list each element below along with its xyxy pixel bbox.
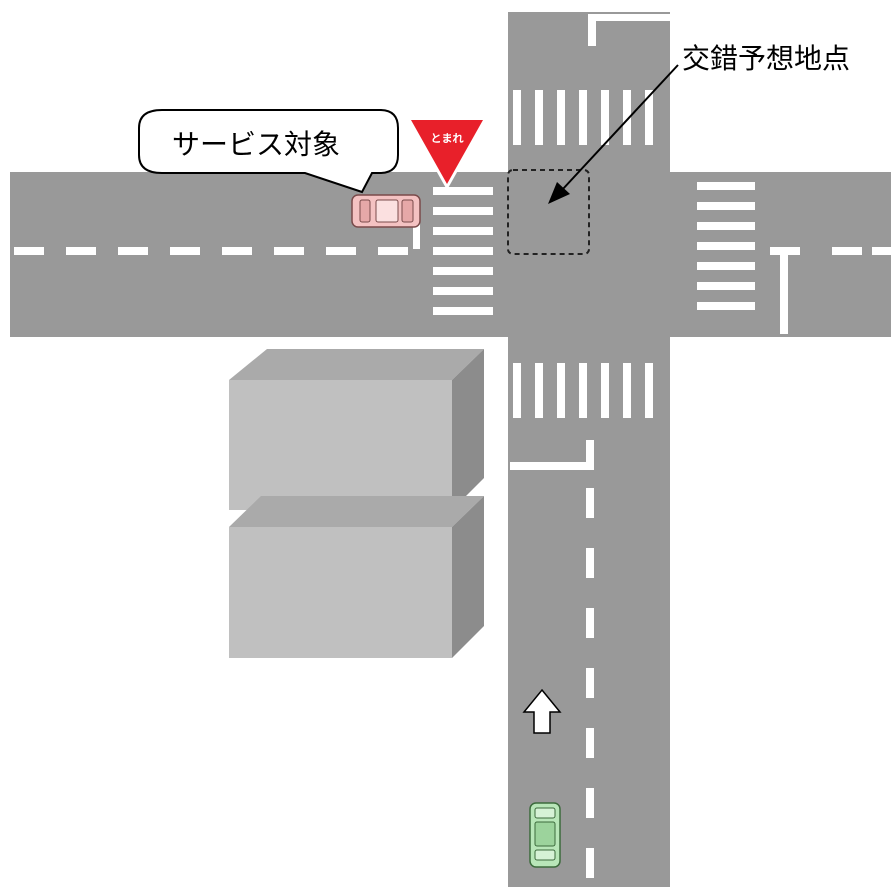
crosswalk-stripe xyxy=(697,302,755,310)
center-dash xyxy=(326,247,356,255)
crosswalk-stripe xyxy=(623,363,631,418)
crosswalk-stripe xyxy=(579,363,587,418)
crosswalk-stripe xyxy=(513,363,521,418)
crosswalk-stripe xyxy=(645,363,653,418)
crosswalk-stripe xyxy=(697,262,755,270)
crosswalk-stripe xyxy=(535,90,543,145)
stop-line-top-post xyxy=(588,14,596,46)
service-target-callout: サービス対象 xyxy=(138,109,399,194)
stop-line-left xyxy=(413,207,420,249)
other-car-icon xyxy=(529,802,561,868)
crosswalk-stripe xyxy=(601,90,609,145)
crosswalk-stripe xyxy=(535,363,543,418)
stop-line-bottom xyxy=(510,462,592,470)
crosswalk-stripe xyxy=(433,287,493,295)
crosswalk-stripe xyxy=(433,207,493,215)
crosswalk-stripe xyxy=(513,90,521,145)
crosswalk-stripe xyxy=(557,363,565,418)
center-dash xyxy=(170,247,200,255)
stop-line-right xyxy=(780,250,788,334)
crosswalk-stripe xyxy=(601,363,609,418)
crosswalk-bottom xyxy=(513,363,653,418)
crosswalk-stripe xyxy=(557,90,565,145)
crosswalk-stripe xyxy=(433,227,493,235)
center-dash xyxy=(66,247,96,255)
crosswalk-stripe xyxy=(697,222,755,230)
center-dash xyxy=(586,608,594,638)
center-dash xyxy=(586,548,594,578)
building-top xyxy=(229,496,484,527)
center-dash xyxy=(586,488,594,518)
service-car-icon xyxy=(351,194,421,228)
service-target-label: サービス対象 xyxy=(172,128,340,161)
lane-markings xyxy=(14,14,891,878)
stop-line-bottom-post xyxy=(586,440,594,470)
crosswalk-stripe xyxy=(623,90,631,145)
center-dash xyxy=(222,247,252,255)
center-dash xyxy=(832,247,862,255)
crosswalk-stripe xyxy=(433,267,493,275)
crosswalk-left xyxy=(433,187,493,315)
crosswalk-stripe xyxy=(645,90,653,145)
crosswalk-stripe xyxy=(697,182,755,190)
crosswalk-stripe xyxy=(433,187,493,195)
building-side xyxy=(452,349,484,510)
center-dash xyxy=(378,247,408,255)
building-side xyxy=(452,496,484,658)
building-front xyxy=(229,527,452,658)
crosswalk-top xyxy=(513,90,653,145)
center-dash xyxy=(586,848,594,878)
crosswalk-stripe xyxy=(433,307,493,315)
up-arrow-icon xyxy=(522,688,562,734)
conflict-pointer-arrow xyxy=(548,64,679,204)
crosswalk-stripe xyxy=(697,202,755,210)
crosswalk-stripe xyxy=(579,90,587,145)
stop-line-top xyxy=(590,14,670,21)
building-top xyxy=(229,349,484,380)
crosswalk-stripe xyxy=(697,242,755,250)
conflict-point-label: 交錯予想地点 xyxy=(682,42,850,75)
center-dash xyxy=(118,247,148,255)
center-dash xyxy=(586,788,594,818)
building-upper xyxy=(229,349,484,510)
building-front xyxy=(229,380,452,510)
center-dash xyxy=(274,247,304,255)
stop-sign-text: とまれ xyxy=(431,132,464,145)
building-lower xyxy=(229,496,484,658)
stop-line-right-cap xyxy=(770,247,800,255)
center-dash xyxy=(14,247,44,255)
crosswalk-stripe xyxy=(433,247,493,255)
stop-sign-icon: とまれ xyxy=(406,117,488,190)
crosswalk-stripe xyxy=(697,282,755,290)
crosswalk-right xyxy=(697,182,755,310)
center-dash xyxy=(872,247,891,255)
center-dash xyxy=(586,728,594,758)
center-dash xyxy=(586,668,594,698)
